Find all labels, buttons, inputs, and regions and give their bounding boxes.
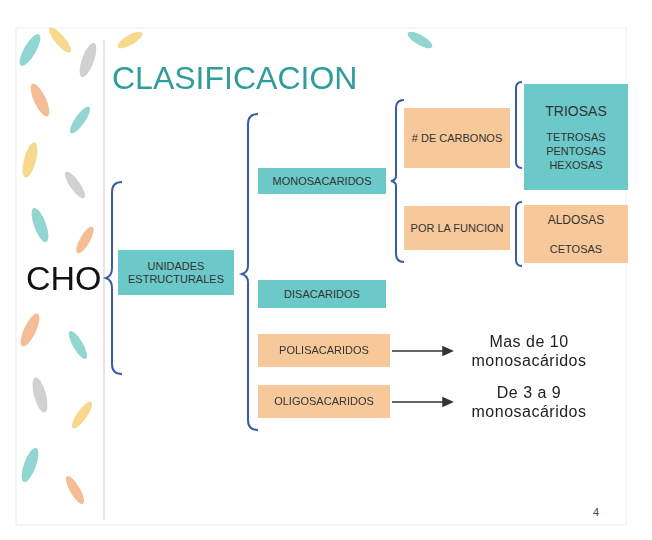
- arrow-head: [443, 347, 452, 355]
- note-text: De 3 a 9 monosacáridos: [454, 383, 604, 421]
- box-text: DISACARIDOS: [284, 288, 360, 301]
- arrow-head: [443, 398, 452, 406]
- box-text: # DE CARBONOS: [412, 132, 502, 145]
- category-box: UNIDADES ESTRUCTURALES: [118, 250, 234, 295]
- box-text: TETROSAS PENTOSAS HEXOSAS: [524, 130, 628, 172]
- type-box: ALDOSAS CETOSAS: [524, 205, 628, 263]
- bracket: [516, 82, 522, 168]
- root-label: CHO: [26, 258, 106, 299]
- box-text: TRIOSAS: [545, 103, 606, 120]
- criterion-box: # DE CARBONOS: [404, 108, 510, 168]
- leader-arrow: [392, 350, 444, 352]
- page-number: 4: [584, 506, 608, 519]
- category-box: POLISACARIDOS: [258, 334, 390, 367]
- type-box: TRIOSAS TETROSAS PENTOSAS HEXOSAS: [524, 84, 628, 190]
- category-box: OLIGOSACARIDOS: [258, 385, 390, 418]
- leader-arrow: [392, 401, 444, 403]
- box-text: POR LA FUNCION: [411, 222, 504, 235]
- box-text: OLIGOSACARIDOS: [274, 395, 374, 408]
- box-text: UNIDADES ESTRUCTURALES: [118, 260, 234, 286]
- box-text: CETOSAS: [550, 242, 602, 256]
- feather-pattern: [16, 25, 435, 507]
- slide-title: CLASIFICACION: [112, 60, 357, 97]
- box-text: MONOSACARIDOS: [272, 175, 371, 188]
- criterion-box: POR LA FUNCION: [404, 206, 510, 250]
- leader-arrows: [392, 347, 452, 406]
- note-text: Mas de 10 monosacáridos: [454, 332, 604, 370]
- category-box: DISACARIDOS: [258, 280, 386, 308]
- category-box: MONOSACARIDOS: [258, 168, 386, 194]
- box-text: ALDOSAS: [548, 213, 605, 228]
- curly-bracket: [391, 100, 404, 262]
- divider-line: [104, 40, 105, 520]
- bracket: [516, 202, 522, 266]
- box-text: POLISACARIDOS: [279, 344, 369, 357]
- curly-bracket: [242, 114, 258, 430]
- brackets: [106, 82, 522, 430]
